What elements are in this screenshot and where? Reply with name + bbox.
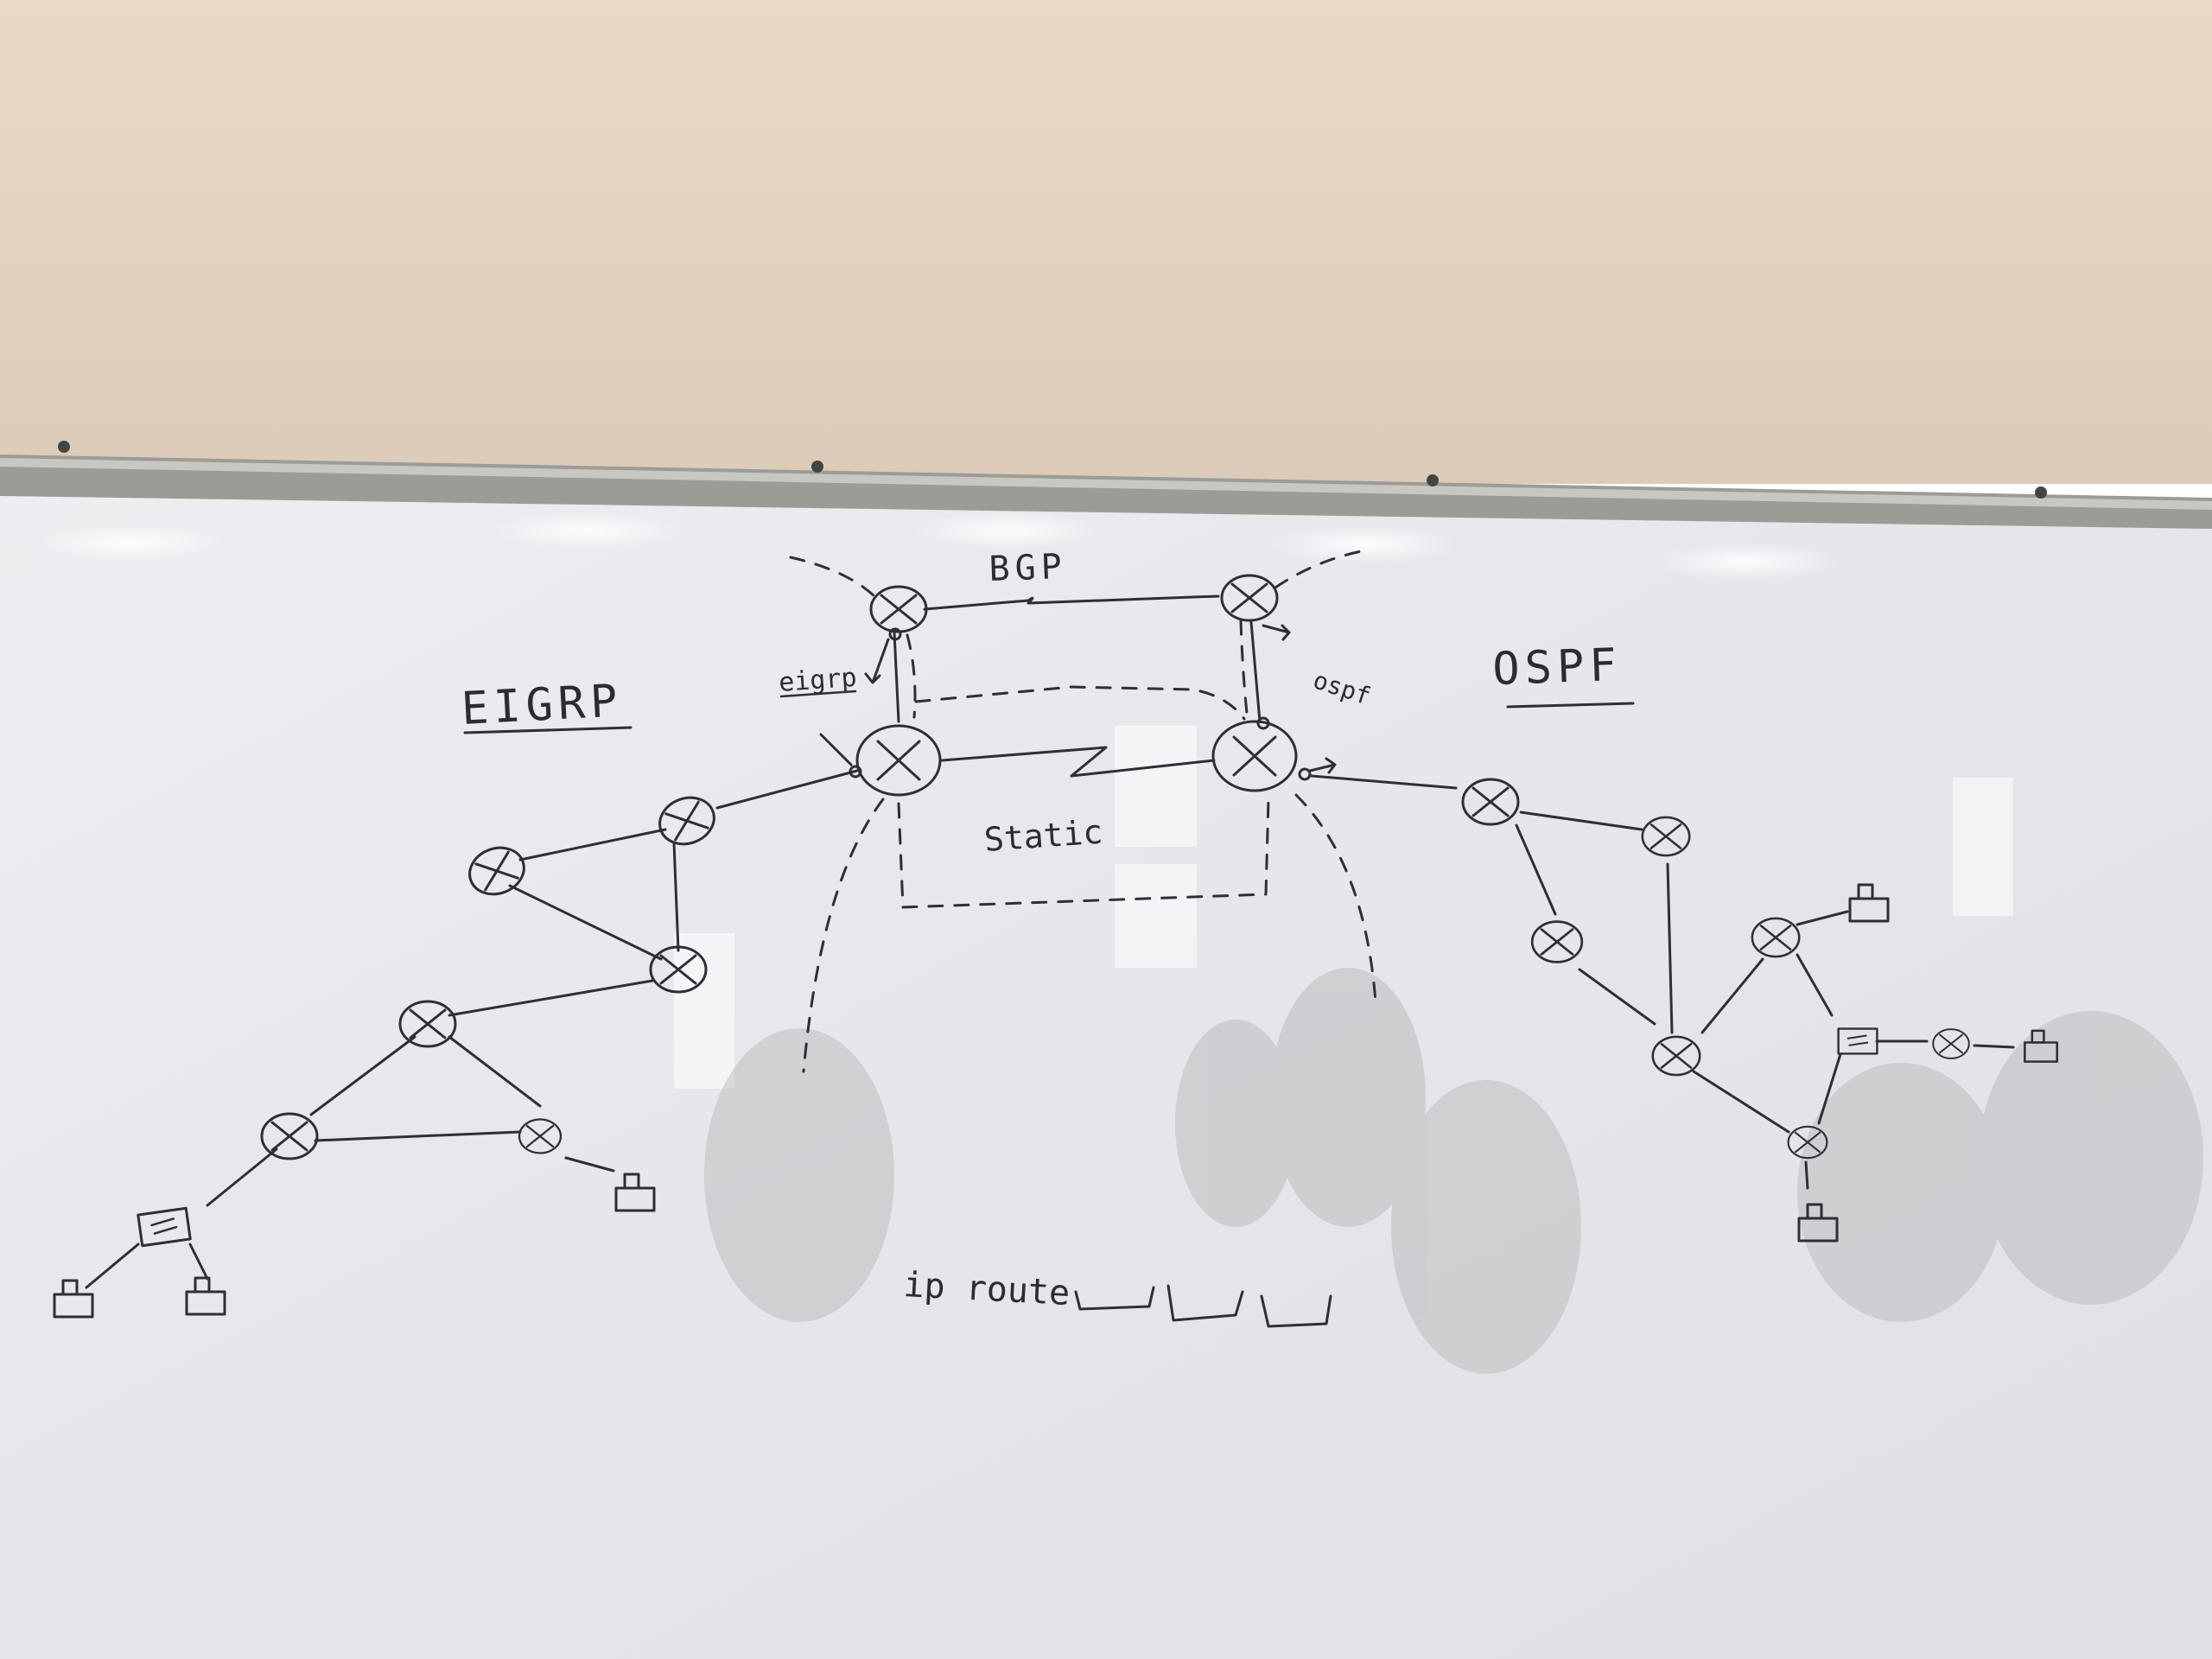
serial-link [940,746,1216,778]
rail-screws [58,441,2047,499]
bgp-link [923,594,1220,611]
ospf-title-underline [1506,702,1635,709]
bgp-label: BGP [988,547,1068,589]
ip-route-label: ip route [902,1265,1071,1313]
eigrp-title: EIGRP [461,675,624,735]
static-area-outline [897,685,1270,909]
ceiling-light-reflections [35,512,1840,581]
ip-route-blanks [1074,1284,1332,1328]
eigrp-network [53,769,859,1319]
people-silhouettes-reflection [704,968,2203,1374]
ospf-network [1310,774,2058,1243]
wall [0,0,2212,484]
static-label: Static [983,813,1104,859]
whiteboard [0,493,2212,1659]
ospf-title: OSPF [1491,639,1622,696]
eigrp-title-underline [463,726,632,734]
